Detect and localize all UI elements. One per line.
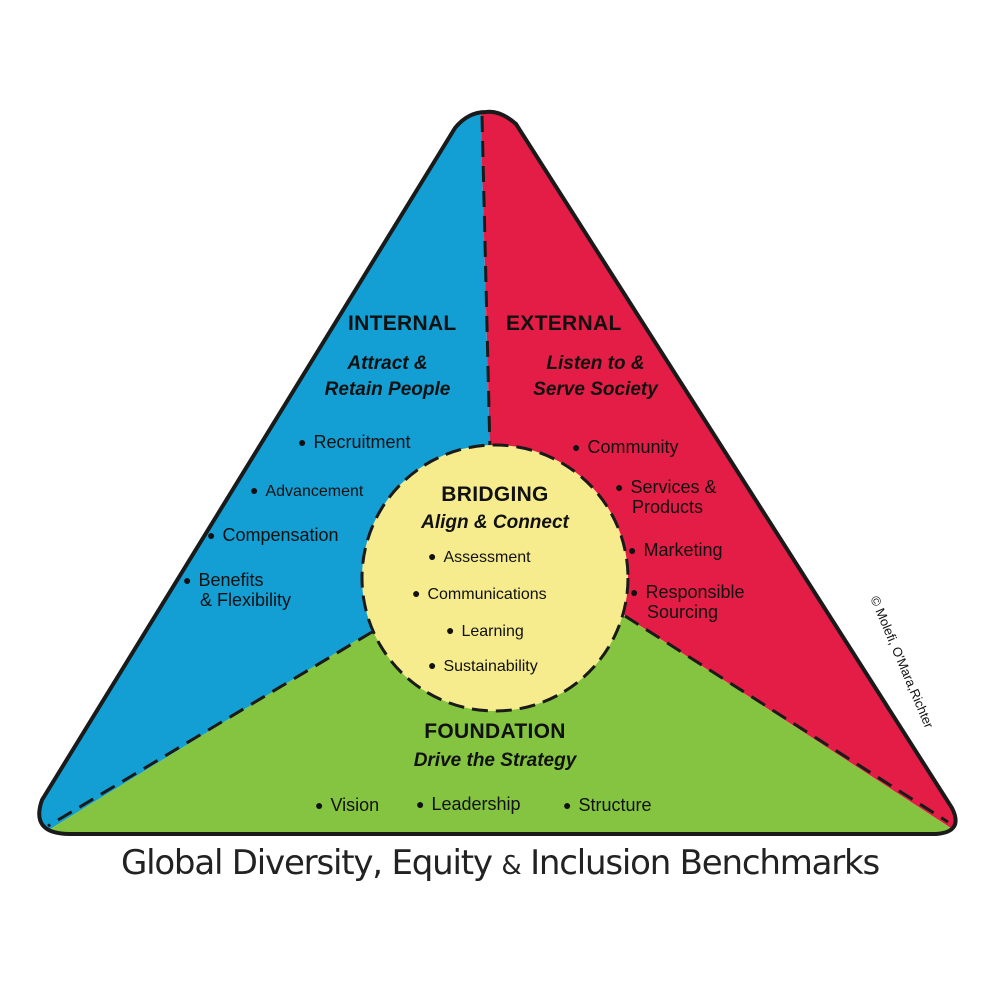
diagram-title: Global Diversity, Equity & Inclusion Ben…	[120, 843, 880, 883]
foundation-item-leadership: ●Leadership	[416, 794, 521, 814]
internal-heading: INTERNAL	[348, 312, 457, 335]
external-heading: EXTERNAL	[506, 312, 622, 335]
internal-item-benefits: ●Benefits & Flexibility	[183, 570, 292, 610]
foundation-item-structure: ●Structure	[563, 795, 652, 815]
foundation-tagline: Drive the Strategy	[413, 750, 577, 771]
bridging-item-learning: ●Learning	[446, 622, 524, 640]
bridging-circle	[360, 443, 630, 713]
internal-item-recruitment: ●Recruitment	[298, 432, 411, 452]
foundation-item-vision: ●Vision	[315, 795, 380, 815]
external-item-services: ●Services & Products	[615, 477, 717, 517]
bridging-tagline: Align & Connect	[421, 512, 569, 533]
internal-item-compensation: ●Compensation	[207, 525, 339, 545]
bridging-item-assessment: ●Assessment	[428, 548, 531, 566]
external-item-sourcing: ●Responsible Sourcing	[630, 582, 745, 622]
internal-foundation-divider	[47, 630, 373, 828]
foundation-region	[39, 616, 956, 834]
external-item-community: ●Community	[572, 437, 679, 457]
bridging-item-sustainability: ●Sustainability	[428, 657, 538, 675]
foundation-heading: FOUNDATION	[424, 720, 566, 743]
triangle-outline	[37, 109, 958, 836]
internal-tagline: Attract & Retain People	[324, 353, 451, 400]
external-foundation-divider	[624, 614, 949, 824]
bridging-item-communications: ●Communications	[412, 585, 547, 603]
internal-item-advancement: ●Advancement	[250, 482, 364, 500]
external-item-marketing: ●Marketing	[628, 540, 723, 560]
bridging-heading: BRIDGING	[441, 483, 549, 506]
external-tagline: Listen to & Serve Society	[533, 353, 658, 400]
internal-external-divider	[480, 115, 492, 453]
